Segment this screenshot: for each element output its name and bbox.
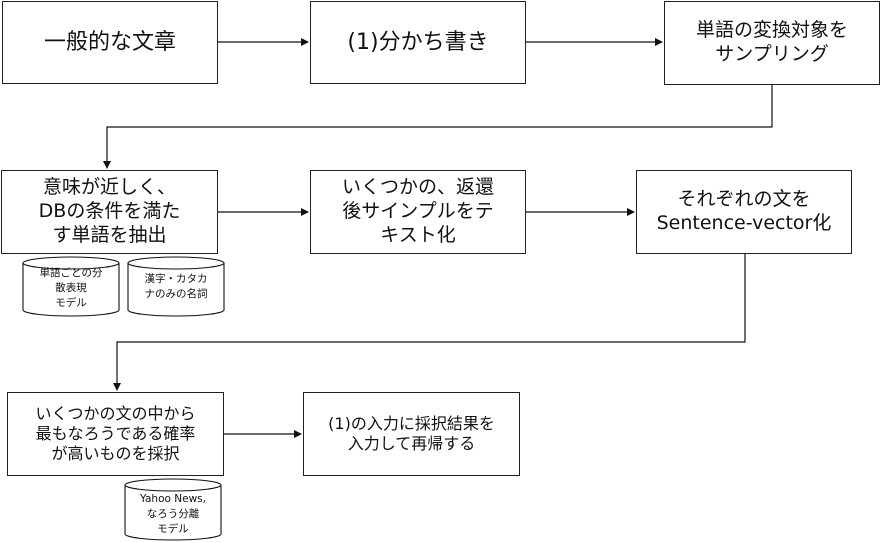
node-sample-targets: 単語の変換対象を サンプリング: [664, 1, 880, 85]
node-tokenization: (1)分かち書き: [310, 1, 526, 84]
database-yahoo-narou-model-label: Yahoo News, なろう分離 モデル: [140, 493, 206, 536]
node-select-best-label: いくつかの文の中から 最もなろうである確率 が高いものを採択: [35, 404, 196, 463]
node-general-text: 一般的な文章: [2, 1, 218, 84]
database-cylinder-icon: [22, 256, 120, 317]
node-extract-words: 意味が近しく、 DBの条件を満た す単語を抽出: [1, 170, 218, 254]
node-recurse-input: (1)の入力に採択結果を 入力して再帰する: [303, 392, 520, 476]
database-yahoo-narou-model: Yahoo News, なろう分離 モデル: [124, 478, 222, 542]
database-kanji-katakana-nouns-label: 漢字・カタカ ナのみの名詞: [144, 273, 208, 301]
node-sentence-vector: それぞれの文を Sentence-vector化: [636, 170, 852, 254]
node-tokenization-label: (1)分かち書き: [347, 29, 489, 55]
node-textify-samples: いくつかの、返還 後サインプルをテ キスト化: [310, 170, 526, 254]
node-textify-samples-label: いくつかの、返還 後サインプルをテ キスト化: [341, 176, 494, 246]
node-select-best: いくつかの文の中から 最もなろうである確率 が高いものを採択: [7, 392, 224, 476]
arrow-n3-n4: [103, 85, 773, 169]
node-recurse-input-label: (1)の入力に採択結果を 入力して再帰する: [328, 414, 495, 453]
node-general-text-label: 一般的な文章: [43, 29, 176, 55]
node-sample-targets-label: 単語の変換対象を サンプリング: [695, 19, 848, 65]
database-word-embedding-model-label: 単語ごとの分 散表現 モデル: [39, 267, 103, 310]
database-cylinder-icon: [124, 478, 222, 541]
database-cylinder-icon: [127, 256, 225, 317]
arrow-n6-n7: [113, 254, 746, 391]
node-extract-words-label: 意味が近しく、 DBの条件を満た す単語を抽出: [38, 176, 181, 246]
database-word-embedding-model: 単語ごとの分 散表現 モデル: [22, 256, 120, 318]
database-kanji-katakana-nouns: 漢字・カタカ ナのみの名詞: [127, 256, 225, 318]
node-sentence-vector-label: それぞれの文を Sentence-vector化: [656, 188, 832, 234]
